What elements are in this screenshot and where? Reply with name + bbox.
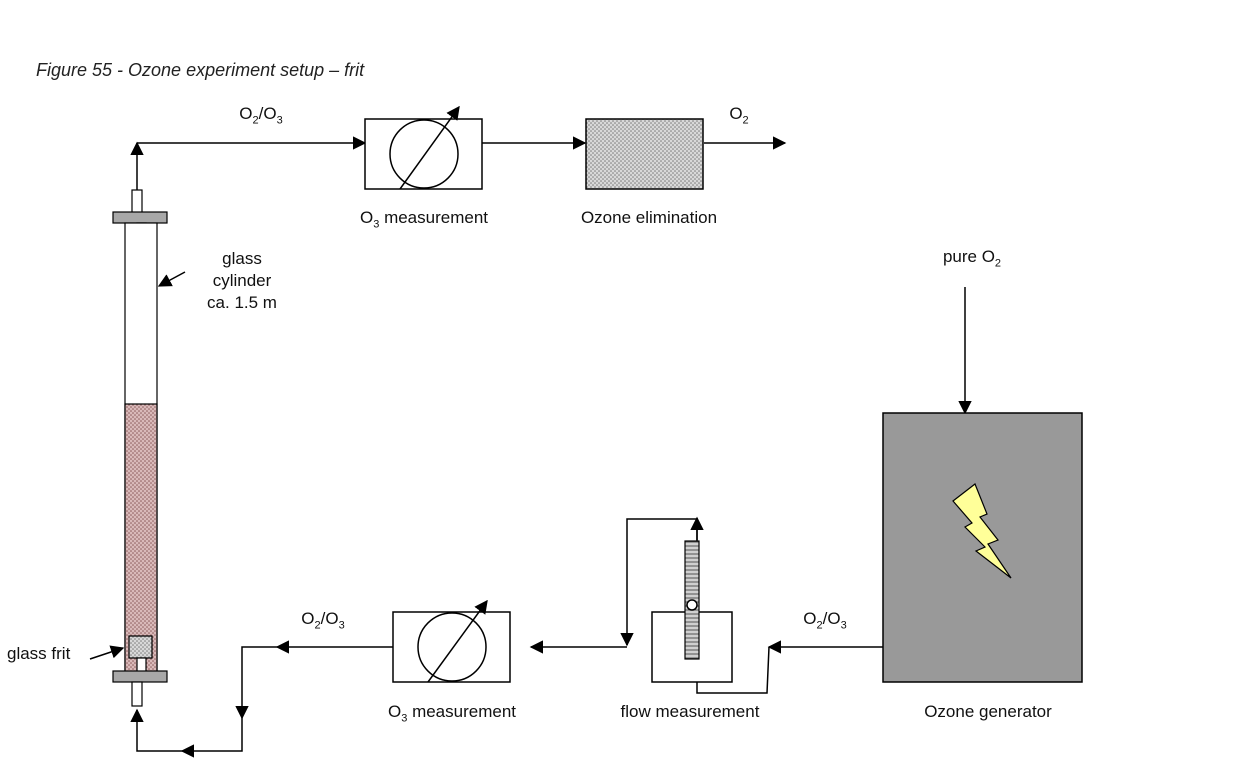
- lightning-icon: [952, 483, 1012, 579]
- cylinder-pointer: [157, 271, 186, 287]
- gauge-dial-icon: [417, 612, 487, 682]
- label-top-gas-in: O2/O3: [239, 104, 283, 127]
- glass-frit-element: [128, 635, 153, 659]
- flow-measurement: [651, 540, 733, 683]
- flowmeter-float: [686, 599, 698, 611]
- gauge-dial-icon: [389, 119, 459, 189]
- label-top-gas-out: O2: [729, 104, 749, 127]
- figure-caption: Figure 55 - Ozone experiment setup – fri…: [36, 60, 365, 80]
- top-gas-line: [130, 136, 787, 190]
- liquid-fill: [124, 403, 158, 673]
- label-o3-measurement-top: O3 measurement: [359, 208, 489, 231]
- top-flange: [112, 211, 168, 224]
- ozone-generator: [882, 412, 1083, 683]
- ozone-elimination-unit: [585, 118, 704, 190]
- label-bottom-gas-left: O2/O3: [301, 609, 345, 632]
- label-glass-cylinder-1: glass: [222, 249, 262, 268]
- label-glass-cylinder-3: ca. 1.5 m: [207, 293, 277, 312]
- label-ozone-generator: Ozone generator: [924, 702, 1052, 721]
- label-glass-frit: glass frit: [7, 644, 71, 663]
- glass-column: [112, 189, 168, 707]
- label-flow-measurement: flow measurement: [620, 702, 760, 721]
- frit-pointer: [89, 645, 125, 660]
- label-o3-measurement-bottom: O3 measurement: [387, 702, 517, 725]
- o3-measurement-bottom: [392, 599, 511, 683]
- gauge-needle-icon: [399, 105, 460, 190]
- o3-measurement-top: [364, 105, 483, 190]
- label-pure-o2: pure O2: [942, 247, 1002, 270]
- label-ozone-elimination: Ozone elimination: [580, 208, 718, 227]
- bottom-flange: [112, 670, 168, 683]
- label-bottom-gas-right: O2/O3: [803, 609, 847, 632]
- gauge-needle-icon: [427, 599, 488, 683]
- label-glass-cylinder-2: cylinder: [212, 271, 272, 290]
